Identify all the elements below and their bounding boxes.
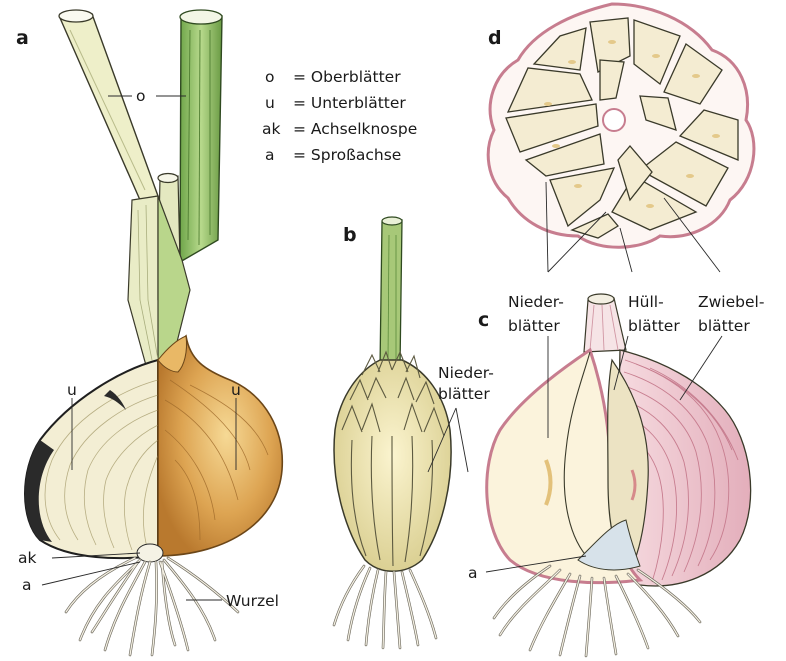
label-u-left: u [67, 381, 77, 399]
label-a-garlic: a [468, 564, 478, 582]
legend-text-a: = Sproßachse [293, 146, 401, 164]
label-zwiebel-line2: blätter [698, 317, 750, 335]
legend-abbr-a: a [265, 146, 275, 164]
label-nieder-b-line2: blätter [438, 385, 490, 403]
upper-leaf-pale [60, 14, 158, 200]
label-nieder-b-line1: Nieder- [438, 364, 494, 382]
panel-a-onion: a o u u ak a Wurzel [16, 10, 282, 655]
legend-text-o: = Oberblätter [293, 68, 401, 86]
label-o: o [136, 87, 145, 105]
label-nieder-c-line1: Nieder- [508, 293, 564, 311]
label-wurzel: Wurzel [226, 592, 279, 610]
legend-text-u: = Unterblätter [293, 94, 406, 112]
legend-text-ak: = Achselknospe [293, 120, 417, 138]
panel-d-cross-section: d [488, 4, 754, 247]
label-huell-line1: Hüll- [628, 293, 664, 311]
panel-label-b: b [343, 224, 357, 246]
legend-abbr-u: u [265, 94, 275, 112]
label-ak: ak [18, 549, 36, 567]
label-u-right: u [231, 381, 241, 399]
panel-b-shallot: b Nieder- blätter [334, 217, 494, 648]
upper-leaf-green [180, 16, 222, 262]
legend-abbr-o: o [265, 68, 274, 86]
label-huell-line2: blätter [628, 317, 680, 335]
shallot-roots [334, 566, 436, 648]
legend: o = Oberblätter u = Unterblätter ak = Ac… [262, 68, 417, 164]
legend-abbr-ak: ak [262, 120, 280, 138]
label-zwiebel-line1: Zwiebel- [698, 293, 764, 311]
panel-label-c: c [478, 309, 489, 331]
label-a-onion: a [22, 576, 32, 594]
panel-c-garlic: c Nieder- blätter Hüll- blätter Zwiebel-… [468, 182, 764, 656]
panel-label-d: d [488, 27, 502, 49]
onion-roots [66, 558, 238, 655]
label-nieder-c-line2: blätter [508, 317, 560, 335]
panel-label-a: a [16, 27, 29, 49]
